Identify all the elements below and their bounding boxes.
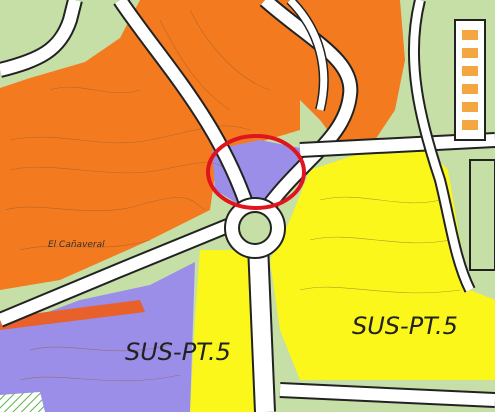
yellow-zone-center (190, 250, 265, 412)
purple-zone-bottom-left (0, 262, 195, 412)
buildings (454, 19, 495, 271)
place-label: El Cañaveral (48, 240, 105, 250)
contour-lines (4, 9, 461, 382)
hatched-green-area (0, 392, 45, 412)
highlight-circle[interactable] (206, 134, 306, 210)
yellow-zone-right (270, 150, 495, 380)
strip-zone (0, 300, 145, 330)
zone-label-center: SUS-PT.5 (125, 338, 231, 366)
zone-label-right: SUS-PT.5 (352, 312, 458, 340)
orange-zone-left (0, 0, 300, 290)
